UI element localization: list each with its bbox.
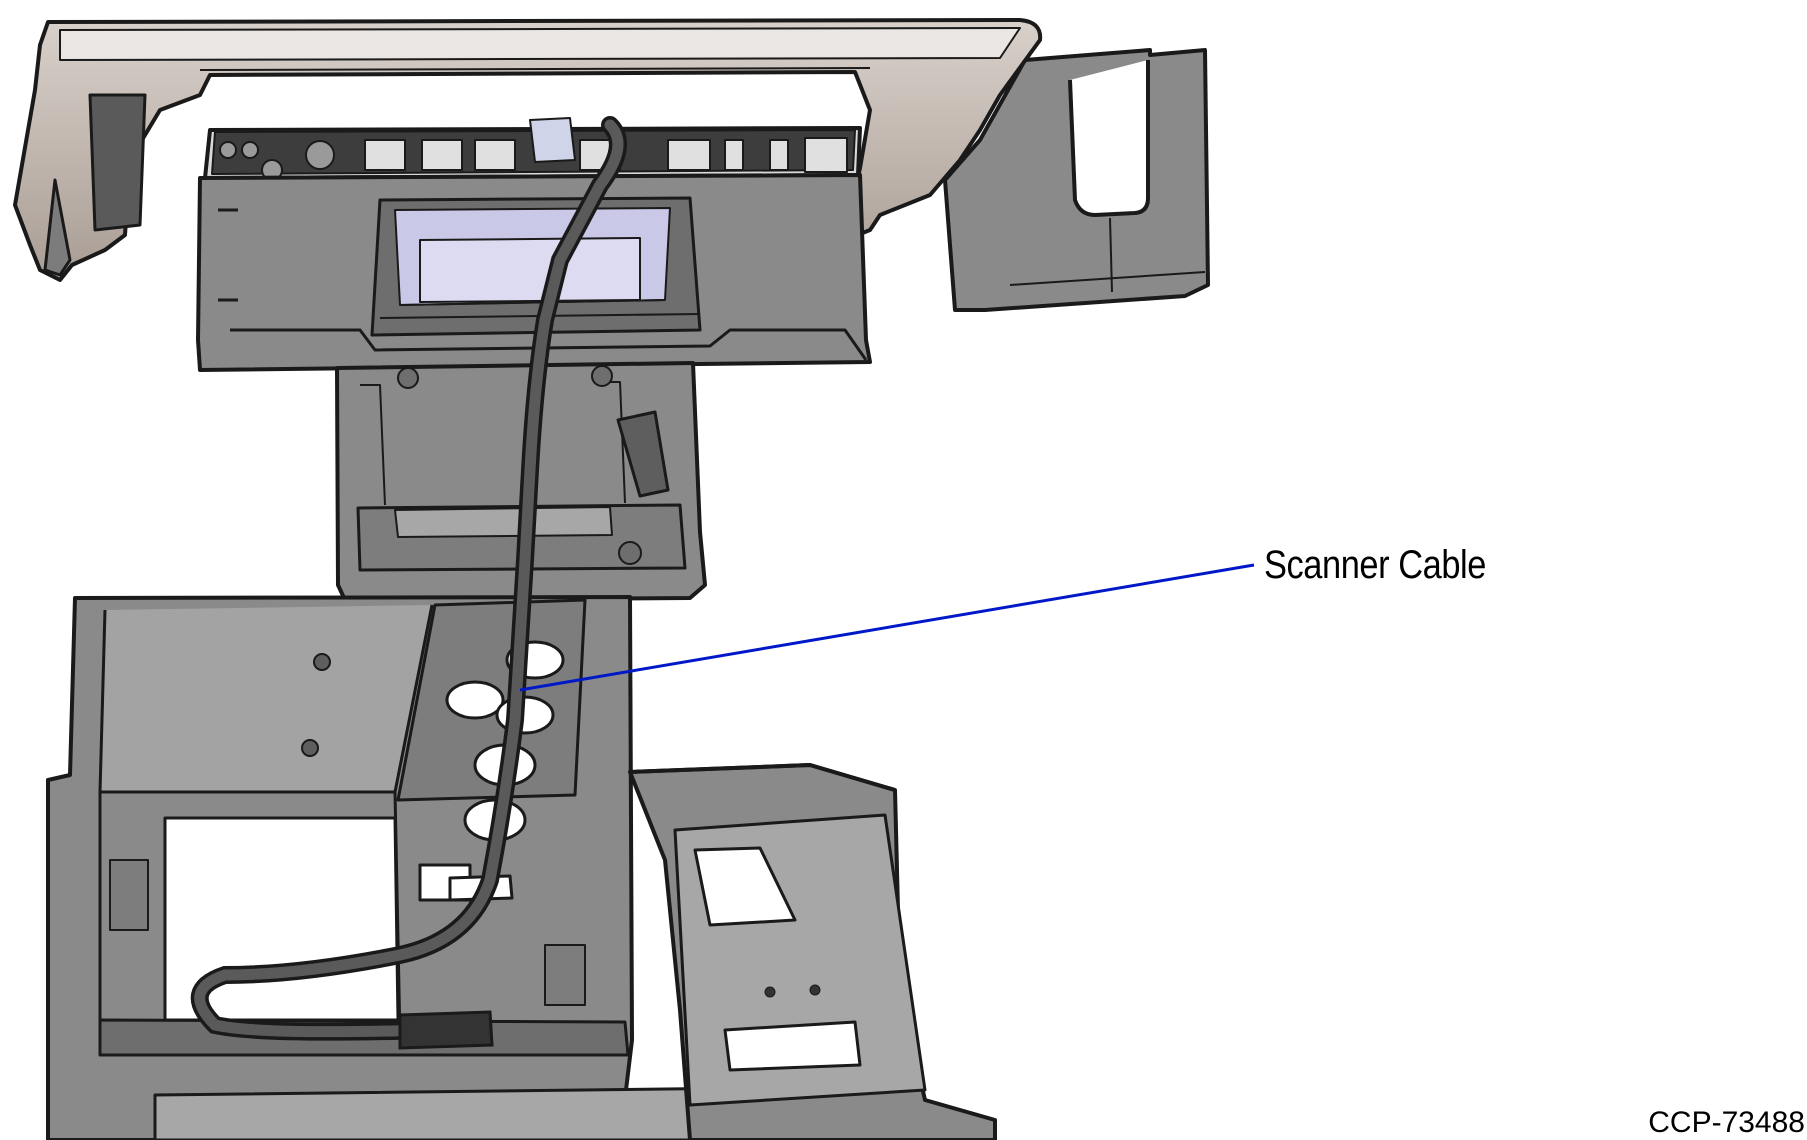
scanner-bracket [943,48,1210,312]
figure-id-label: CCP-73488 [1648,1106,1805,1139]
head-housing [196,173,872,372]
callout-leader-line [519,563,1255,692]
lower-chassis [46,595,754,1140]
display-bezel [13,18,1043,282]
port-panel [203,117,862,181]
drawer-tray [628,763,997,1140]
scanner-cable [190,116,627,1050]
scanner-cable-callout-label: Scanner Cable [1264,543,1486,587]
